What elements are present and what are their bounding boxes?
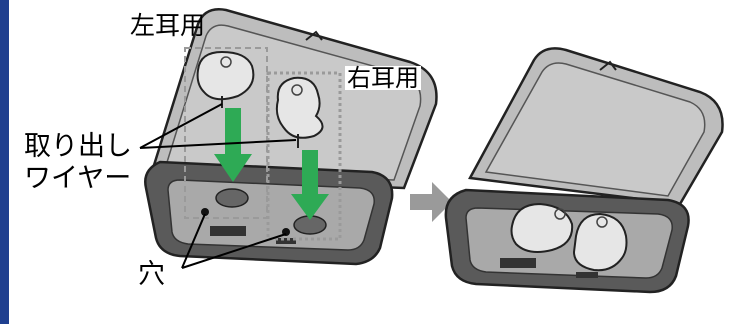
left-case-connector: [210, 226, 246, 236]
pull-wire-label-line1: 取り出し: [24, 131, 132, 162]
right-ear-label: 右耳用: [345, 64, 421, 92]
left-ear-guide: [184, 47, 268, 219]
hole-label: 穴: [138, 259, 165, 290]
docked-left-earbud: [510, 202, 574, 253]
left-cradle: [215, 188, 249, 208]
right-insert-arrow: [291, 150, 329, 220]
right-ear-guide: [266, 71, 342, 241]
left-ear-label: 左耳用: [130, 11, 206, 40]
left-lid-latch: [305, 30, 323, 41]
right-case-lid-inner: [484, 62, 706, 197]
right-lid-latch: [599, 60, 617, 71]
left-earbud: [196, 50, 255, 108]
leader-lines: [139, 103, 297, 269]
right-case-port: [576, 272, 598, 278]
docked-right-earbud: [572, 212, 628, 272]
right-earbud: [275, 76, 324, 148]
right-charging-case: [444, 47, 724, 294]
left-hole-icon: [201, 208, 209, 216]
pull-wire-label-line2: ワイヤー: [24, 163, 132, 194]
step-arrow-icon: [410, 182, 452, 222]
accent-side-bar: [0, 0, 9, 324]
left-case-port: [276, 238, 296, 244]
right-case-connector: [500, 258, 536, 268]
